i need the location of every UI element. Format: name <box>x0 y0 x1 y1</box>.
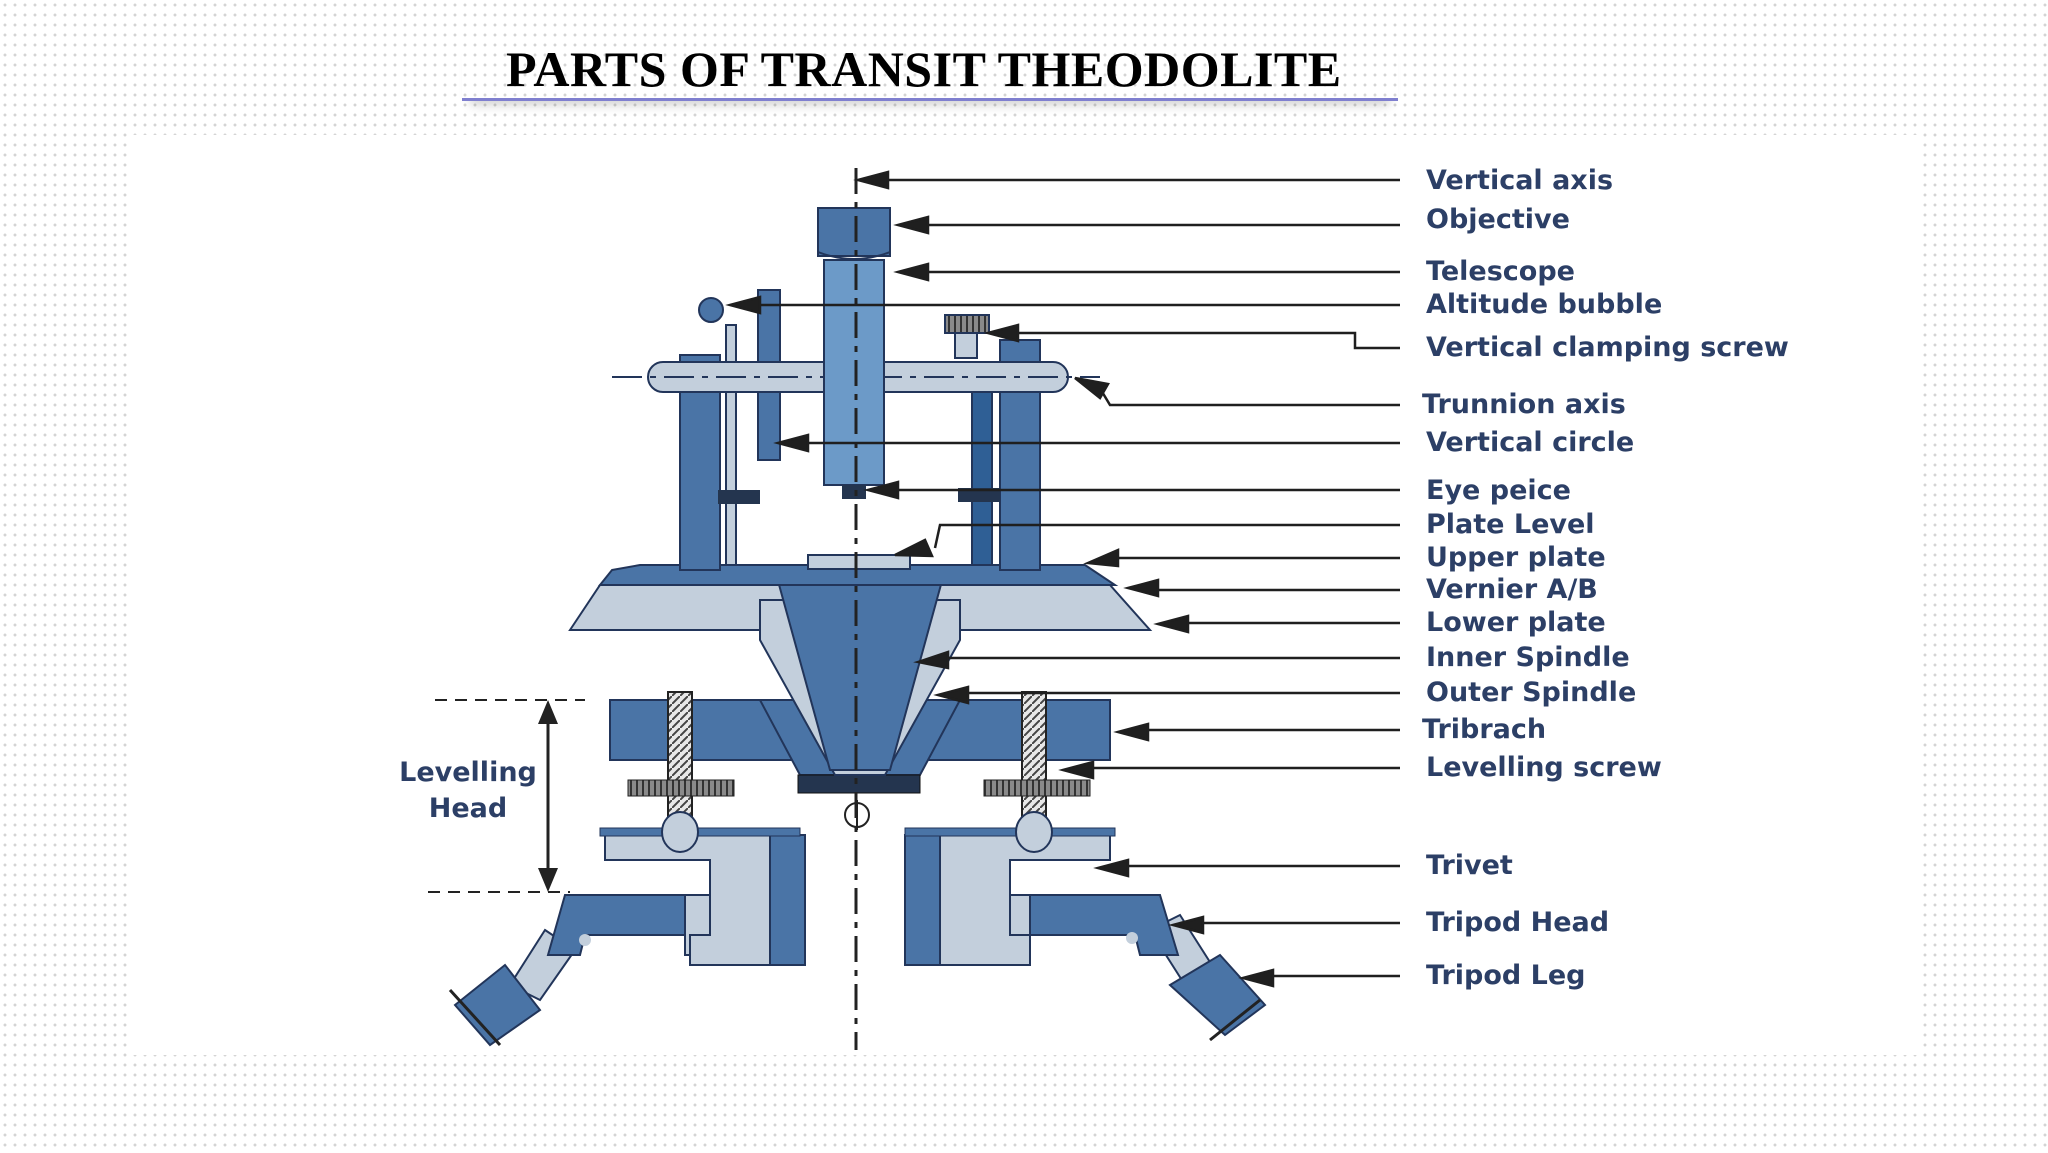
leader-lines <box>725 170 1400 988</box>
objective <box>817 207 891 257</box>
label-levelling-head-line2: Head <box>429 793 507 824</box>
label-lower-plate: Lower plate <box>1426 607 1606 638</box>
label-vertical-clamping-screw: Vertical clamping screw <box>1426 332 1789 363</box>
tripod-assembly <box>448 827 1267 1047</box>
tripod-head <box>546 894 1180 956</box>
label-inner-spindle: Inner Spindle <box>1426 642 1630 673</box>
label-vertical-circle: Vertical circle <box>1426 427 1634 458</box>
label-altitude-bubble: Altitude bubble <box>1426 289 1662 320</box>
eye-piece <box>842 485 866 499</box>
label-vernier-ab: Vernier A/B <box>1426 574 1598 605</box>
standards-and-telescope <box>612 207 1100 571</box>
plate-level <box>807 554 911 570</box>
label-tribrach: Tribrach <box>1422 714 1546 745</box>
plates-and-spindles <box>568 554 1153 776</box>
label-upper-plate: Upper plate <box>1426 542 1606 573</box>
slide-title: PARTS OF TRANSIT THEODOLITE <box>462 36 1398 101</box>
label-objective: Objective <box>1426 204 1570 235</box>
label-outer-spindle: Outer Spindle <box>1426 677 1636 708</box>
label-tripod-leg: Tripod Leg <box>1426 960 1585 991</box>
part-labels: Vertical axis Objective Telescope Altitu… <box>399 165 1789 991</box>
title-text: PARTS OF TRANSIT THEODOLITE <box>506 41 1342 97</box>
vertical-clamping-screw <box>944 314 990 359</box>
trivet <box>599 827 1116 966</box>
levelling-head-dimension <box>428 699 585 893</box>
label-telescope: Telescope <box>1426 256 1575 287</box>
levelling-screw-left <box>627 691 735 853</box>
label-levelling-screw: Levelling screw <box>1426 752 1662 783</box>
telescope <box>817 207 891 499</box>
label-levelling-head-line1: Levelling <box>399 757 537 788</box>
label-eye-piece: Eye peice <box>1426 475 1571 506</box>
label-vertical-axis: Vertical axis <box>1426 165 1613 196</box>
label-tripod-head: Tripod Head <box>1426 907 1609 938</box>
label-plate-level: Plate Level <box>1426 509 1595 540</box>
altitude-bubble <box>698 297 724 323</box>
label-trunnion-axis: Trunnion axis <box>1422 389 1626 420</box>
label-trivet: Trivet <box>1426 850 1513 881</box>
